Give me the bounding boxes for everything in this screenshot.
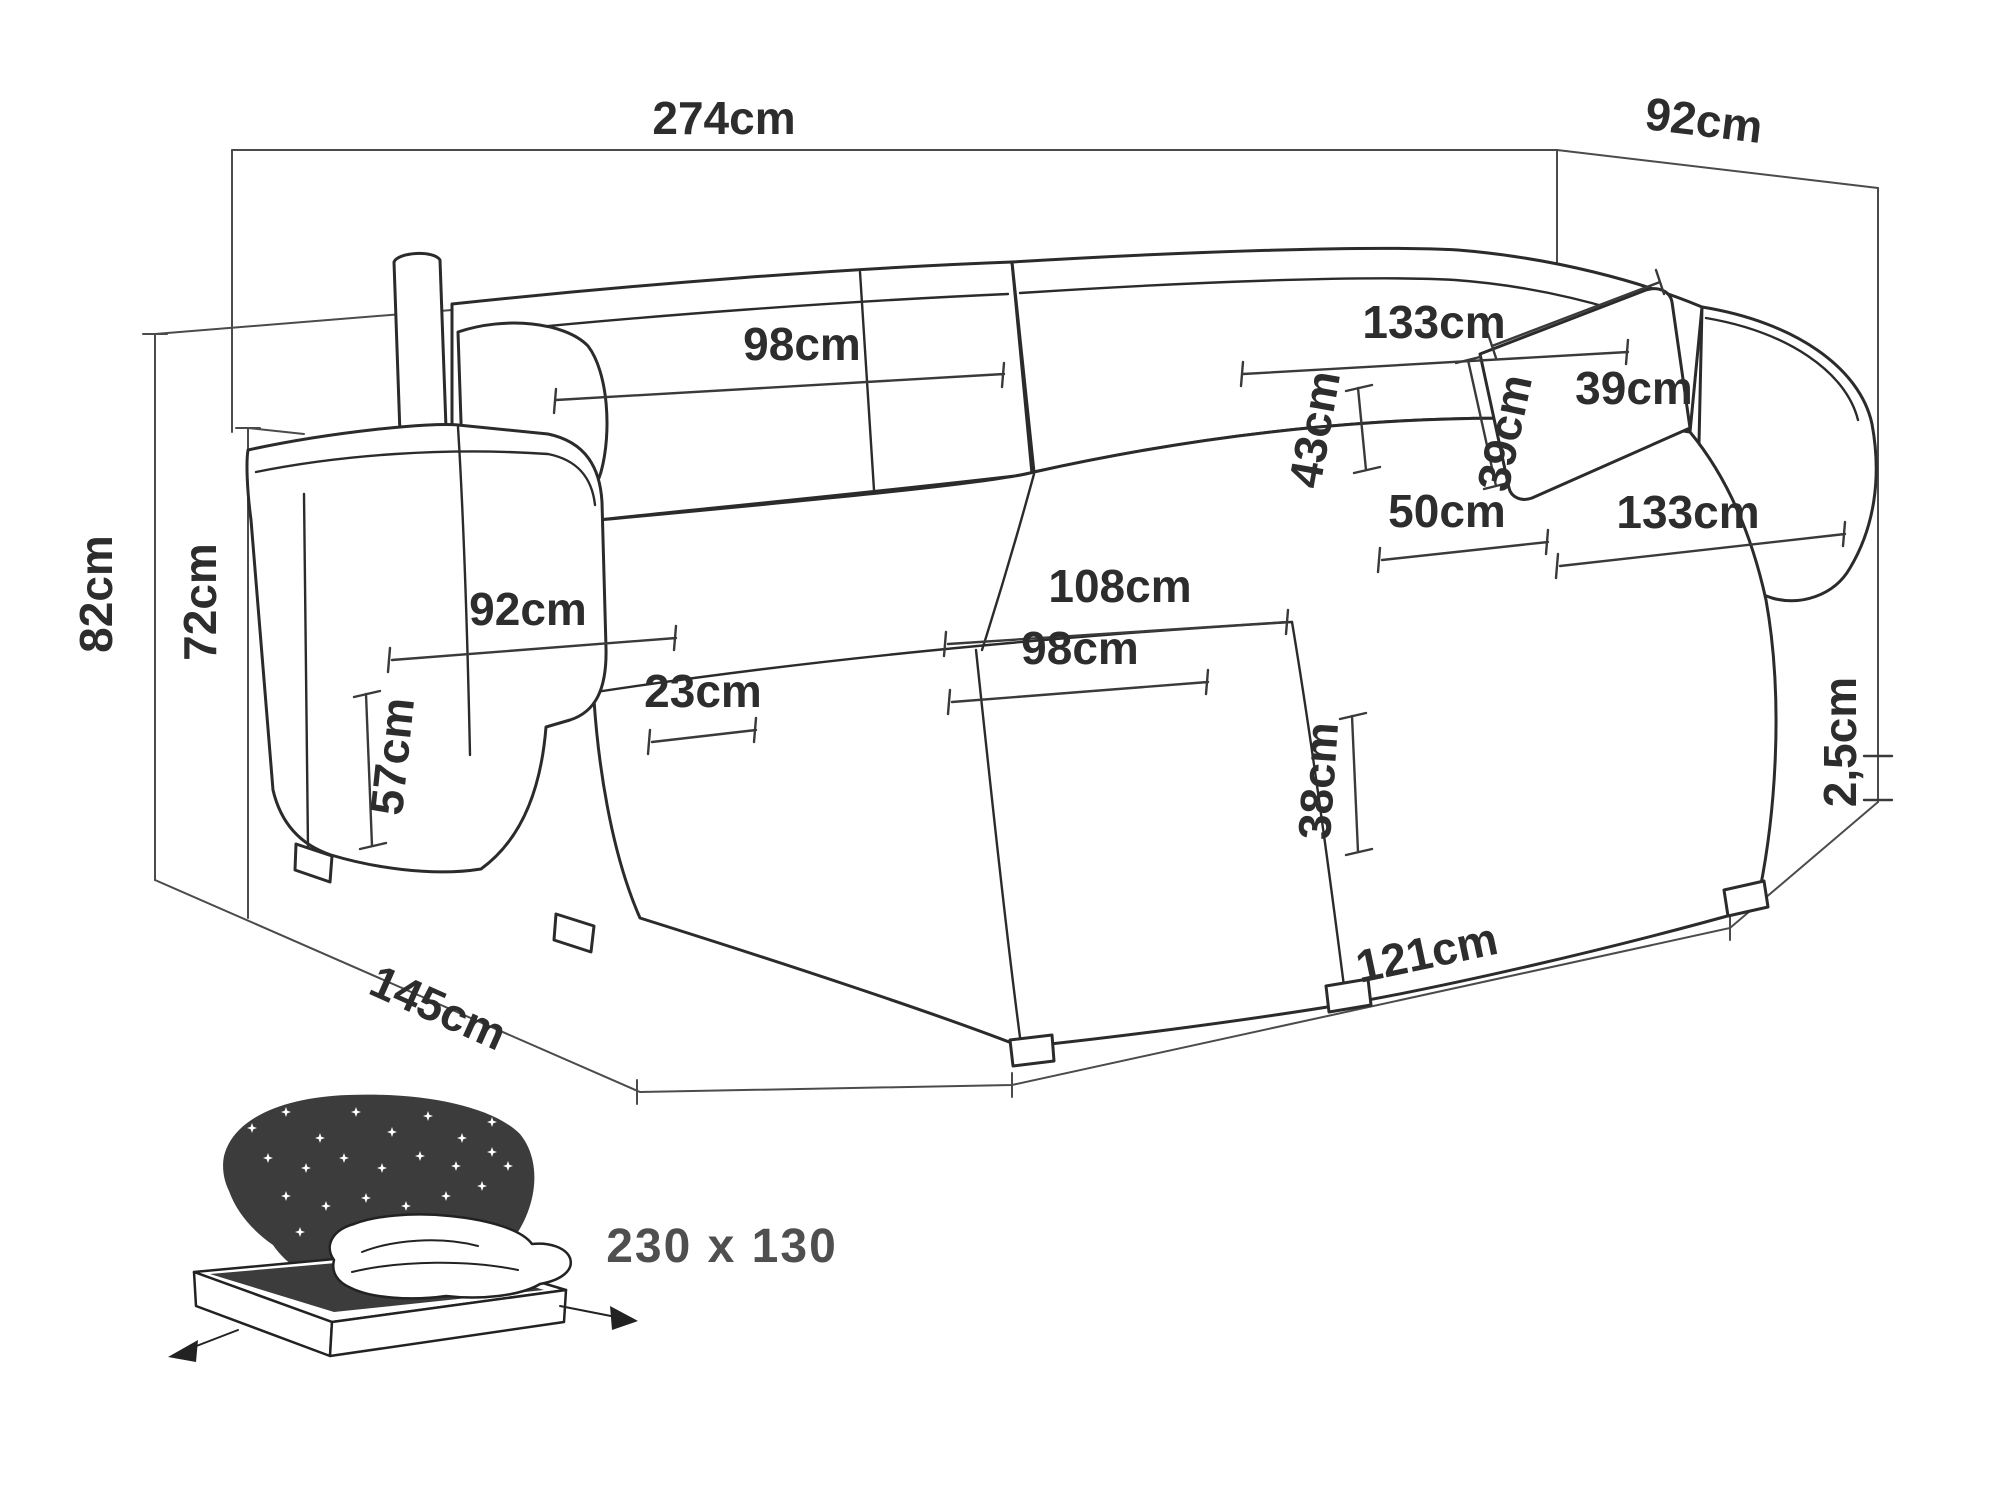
- arm-92-line: [386, 624, 678, 674]
- dim-armrest-height: 57cm: [360, 695, 424, 817]
- dim-overall-width: 274cm: [652, 92, 795, 144]
- seat-body: [576, 416, 1778, 1049]
- headrest-flap: [392, 252, 448, 436]
- back-133-line: [1239, 338, 1630, 388]
- leg: [1324, 977, 1373, 1014]
- dim-seat-width: 108cm: [1048, 560, 1191, 612]
- chaise-right-seam: [1290, 620, 1348, 1004]
- duvet-fold-line-2: [351, 1261, 519, 1273]
- pillow-39-left-line: [1454, 355, 1510, 491]
- sofa-legs: [293, 842, 1770, 1068]
- dim-armrest-section-depth: 92cm: [469, 583, 587, 635]
- left-armrest-seam-a: [456, 425, 472, 757]
- leg: [293, 842, 334, 884]
- dim-back-left-width: 98cm: [743, 318, 861, 370]
- back-98-line: [552, 361, 1006, 415]
- seat-108-line: [942, 608, 1290, 658]
- backrest-right-roll: [1018, 277, 1670, 330]
- chaise-left-seam: [974, 648, 1023, 1047]
- measurement-lines: [352, 268, 1894, 857]
- dim-leg-height: 2,5cm: [1814, 677, 1866, 807]
- sleeping-function-icon: [168, 1094, 638, 1362]
- leg-25-ticks: [1862, 754, 1894, 802]
- arm-23-line: [646, 716, 758, 756]
- dim-corner-seat-width: 50cm: [1388, 485, 1506, 537]
- seat-98-line: [946, 668, 1210, 716]
- dim-side-floor-depth: 145cm: [363, 955, 515, 1061]
- top-depth-line: [1556, 149, 1879, 189]
- dim-seat-height: 38cm: [1288, 720, 1348, 841]
- dim-overall-height: 82cm: [70, 535, 122, 653]
- back-cushion-43-line: [1344, 383, 1382, 475]
- mattress-side-right: [328, 1288, 568, 1358]
- unfold-arrow-left-head: [168, 1340, 198, 1362]
- seat-split-seam: [980, 472, 1036, 652]
- leg: [1008, 1033, 1056, 1068]
- unfold-arrow-right-head: [610, 1306, 638, 1330]
- left-armrest-seam-b: [302, 492, 310, 850]
- left-armrest-roll: [254, 450, 597, 507]
- dim-seat-depth: 98cm: [1021, 622, 1139, 674]
- sleeping-area-size: 230 x 130: [606, 1220, 838, 1273]
- leg: [552, 912, 596, 954]
- arm-57-line: [352, 689, 388, 851]
- pillow: [1478, 287, 1692, 501]
- corner-50-line: [1376, 528, 1550, 574]
- right-armrest-roll: [1704, 316, 1860, 422]
- dim-overall-depth: 92cm: [1642, 87, 1765, 153]
- dim-chaise-side-length: 133cm: [1616, 486, 1759, 538]
- duvet: [328, 1213, 572, 1300]
- pillow-39-top-line: [1486, 268, 1666, 360]
- duvet-fold-line-1: [361, 1239, 479, 1253]
- unfold-arrow-right-line: [559, 1305, 617, 1318]
- dim-backrest-height: 72cm: [174, 543, 226, 661]
- seat-38-line: [1338, 711, 1374, 857]
- chaise-133-line: [1554, 520, 1847, 580]
- dim-armrest-width: 23cm: [644, 665, 762, 717]
- bounding-box-lines: [142, 149, 1879, 1105]
- sofa-drawing: [245, 246, 1878, 1068]
- dim-pillow-width: 39cm: [1575, 362, 1693, 414]
- leg: [1722, 879, 1770, 918]
- left-armrest: [245, 422, 608, 874]
- dim-back-right-width: 133cm: [1362, 296, 1505, 348]
